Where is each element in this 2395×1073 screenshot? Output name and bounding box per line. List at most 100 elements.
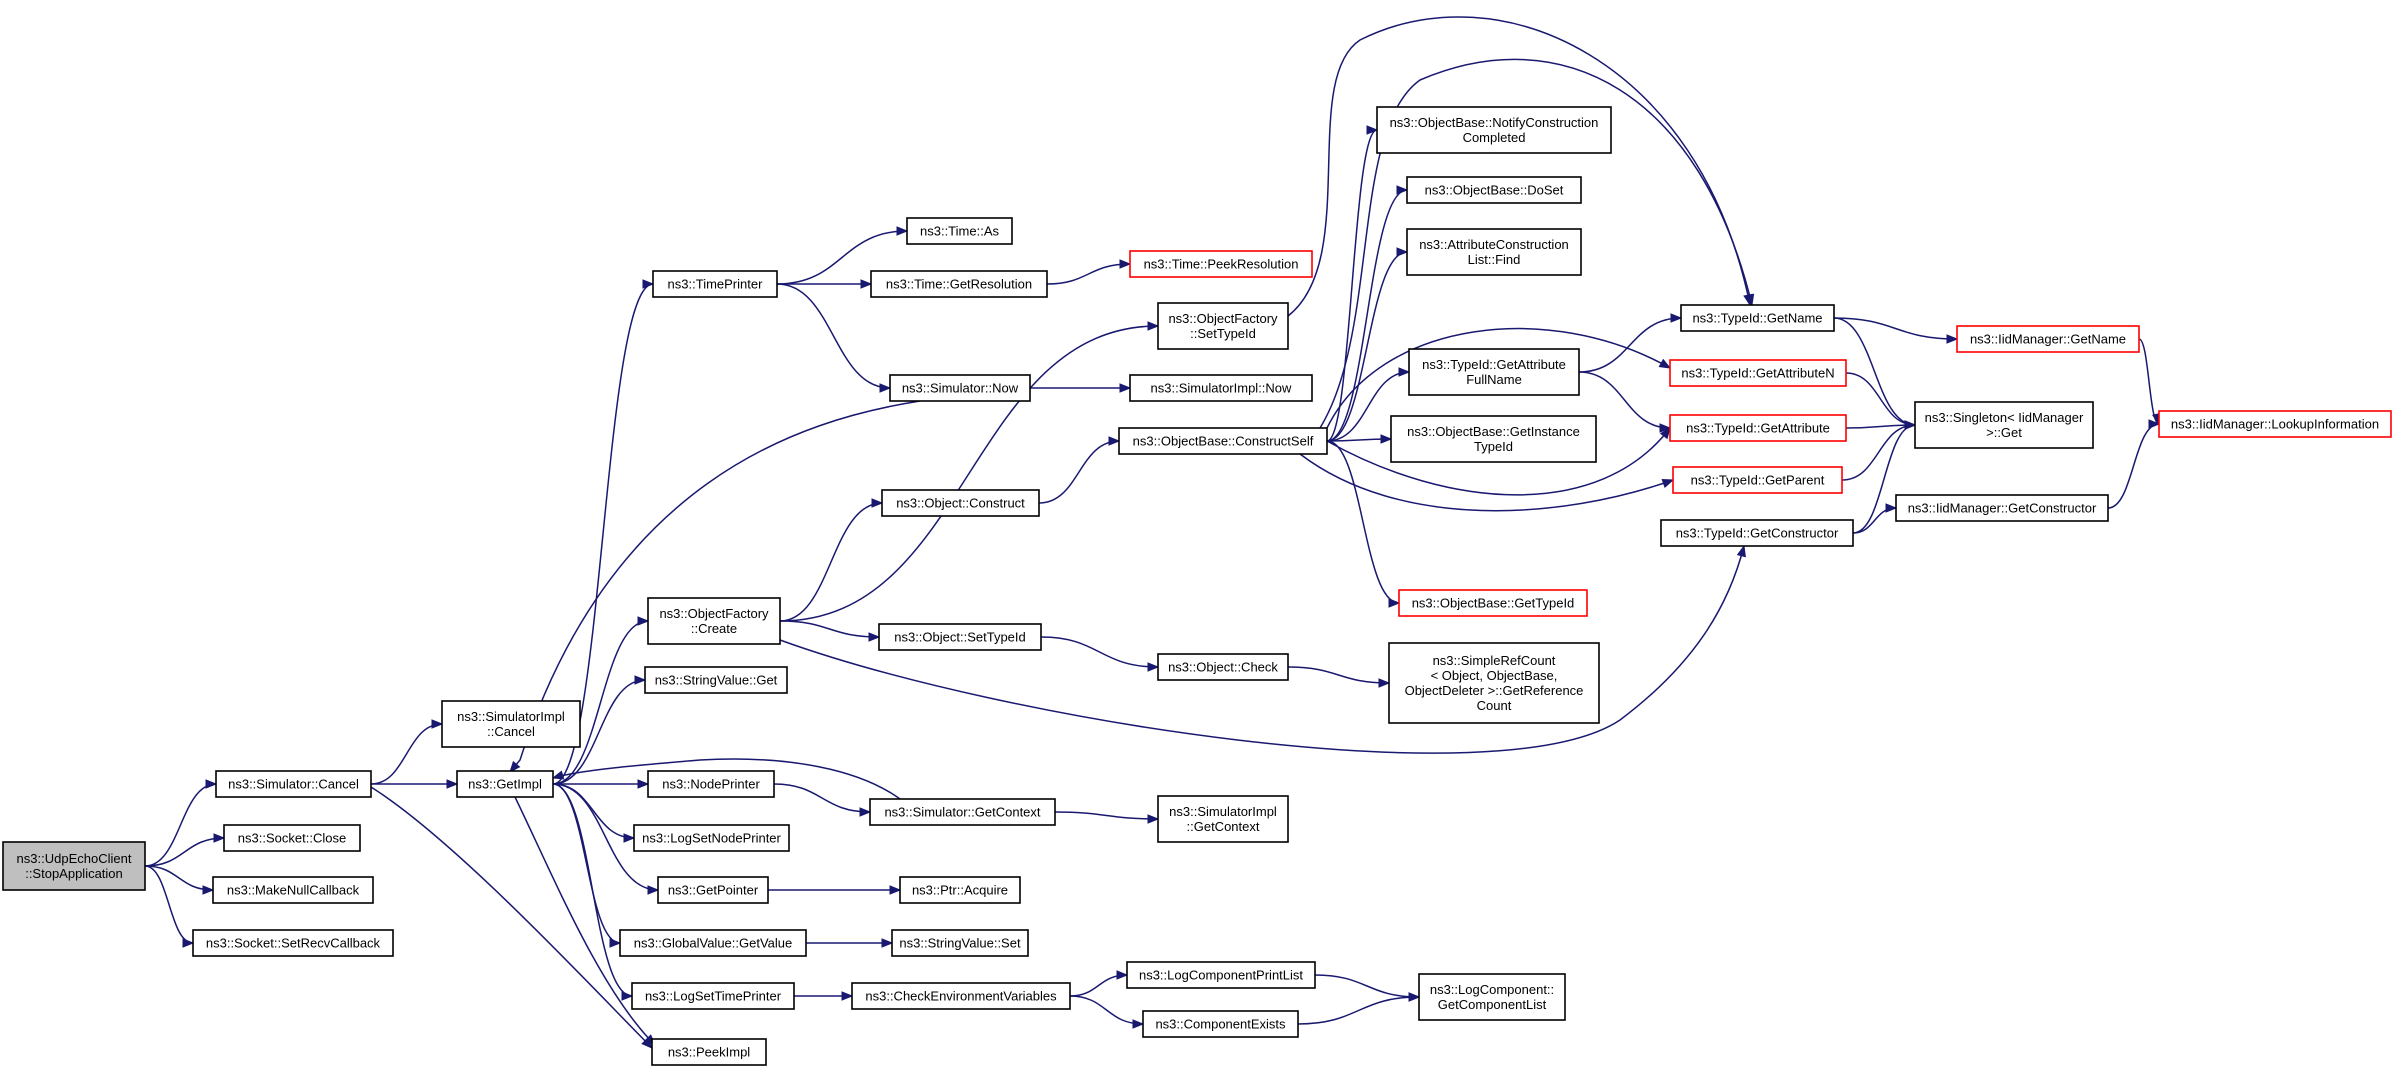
edge-arrowhead	[871, 498, 884, 508]
function-node[interactable]: ns3::SimpleRefCount< Object, ObjectBase,…	[1388, 642, 1600, 724]
function-node[interactable]: ns3::TypeId::GetAttribute	[1669, 414, 1847, 442]
function-node[interactable]: ns3::GetPointer	[657, 876, 769, 904]
function-node[interactable]: ns3::ObjectBase::ConstructSelf	[1118, 427, 1328, 455]
function-node[interactable]: ns3::GlobalValue::GetValue	[619, 929, 807, 957]
function-node[interactable]: ns3::IidManager::GetConstructor	[1895, 494, 2109, 522]
node-label: ns3::AttributeConstruction	[1419, 237, 1569, 252]
function-node[interactable]: ns3::Simulator::GetContext	[869, 798, 1056, 826]
function-node[interactable]: ns3::TypeId::GetAttributeN	[1669, 359, 1847, 387]
function-node[interactable]: ns3::Time::GetResolution	[870, 270, 1048, 298]
edge-arrowhead	[182, 938, 195, 948]
node-label: ns3::TimePrinter	[668, 277, 764, 292]
function-node[interactable]: ns3::CheckEnvironmentVariables	[851, 982, 1071, 1010]
function-node[interactable]: ns3::Object::Construct	[881, 489, 1040, 517]
function-node[interactable]: ns3::LogSetTimePrinter	[631, 982, 795, 1010]
edge-line	[370, 786, 653, 1049]
node-box	[1157, 653, 1289, 681]
edge-n0-to-n1	[144, 779, 218, 867]
function-node[interactable]: ns3::ObjectBase::NotifyConstructionCompl…	[1376, 106, 1612, 154]
function-node[interactable]: ns3::TypeId::GetParent	[1672, 466, 1843, 494]
function-node[interactable]: ns3::StringValue::Set	[891, 929, 1029, 957]
function-node[interactable]: ns3::TimePrinter	[652, 270, 778, 298]
function-node[interactable]: ns3::Time::PeekResolution	[1129, 250, 1313, 278]
function-node[interactable]: ns3::Socket::Close	[223, 824, 361, 852]
edge-arrowhead	[1885, 503, 1898, 513]
function-node[interactable]: ns3::Simulator::Now	[889, 374, 1031, 402]
edge-arrowhead	[1396, 247, 1409, 257]
node-layer: ns3::UdpEchoClient::StopApplicationns3::…	[2, 106, 2392, 1066]
function-node[interactable]: ns3::ObjectBase::DoSet	[1406, 176, 1582, 204]
node-label: ns3::SimulatorImpl	[1169, 804, 1277, 819]
edge-line	[1845, 372, 1916, 426]
node-label: ns3::UdpEchoClient	[17, 851, 132, 866]
function-node[interactable]: ns3::IidManager::LookupInformation	[2158, 410, 2392, 438]
function-node[interactable]: ns3::IidManager::GetName	[1956, 325, 2140, 353]
node-label: ::Create	[691, 621, 737, 636]
function-node[interactable]: ns3::LogComponentPrintList	[1126, 961, 1316, 989]
function-node[interactable]: ns3::NodePrinter	[647, 770, 775, 798]
edge-line	[779, 502, 883, 622]
edge-n45-to-n48	[1852, 503, 1898, 534]
edge-n28-to-n37	[1326, 434, 1393, 444]
root-function-node[interactable]: ns3::UdpEchoClient::StopApplication	[2, 841, 146, 891]
edge-n9-to-n20	[779, 620, 881, 642]
edge-line	[1299, 453, 1674, 512]
edge-line	[1319, 58, 1753, 429]
edge-n28-to-n42	[1326, 327, 1672, 429]
node-box	[652, 270, 778, 298]
edge-n9-to-n26	[779, 321, 1160, 622]
node-label: ns3::SimpleRefCount	[1433, 653, 1556, 668]
function-node[interactable]: ns3::SimulatorImpl::GetContext	[1157, 795, 1289, 843]
node-label: ::SetTypeId	[1190, 326, 1256, 341]
function-node[interactable]: ns3::LogComponent::GetComponentList	[1418, 973, 1566, 1021]
edge-arrowhead	[634, 675, 647, 685]
function-node[interactable]: ns3::ComponentExists	[1142, 1010, 1299, 1038]
node-box	[644, 666, 788, 694]
function-node[interactable]: ns3::StringValue::Get	[644, 666, 788, 694]
function-node[interactable]: ns3::ObjectBase::GetTypeId	[1398, 589, 1588, 617]
function-node[interactable]: ns3::SimulatorImpl::Cancel	[441, 700, 581, 748]
edge-arrowhead	[1408, 992, 1421, 1002]
function-node[interactable]: ns3::Socket::SetRecvCallback	[192, 929, 394, 957]
node-label: ns3::LogSetTimePrinter	[645, 989, 782, 1004]
function-node[interactable]: ns3::ObjectFactory::SetTypeId	[1157, 302, 1289, 350]
function-node[interactable]: ns3::TypeId::GetConstructor	[1660, 519, 1854, 547]
function-node[interactable]: ns3::Object::SetTypeId	[878, 623, 1042, 651]
edge-line	[552, 679, 646, 785]
edge-arrowhead	[1396, 185, 1409, 195]
edge-n1-to-n5	[370, 719, 444, 785]
edge-arrowhead	[551, 770, 565, 780]
edge-line	[1046, 263, 1131, 285]
function-node[interactable]: ns3::PeekImpl	[651, 1038, 767, 1066]
function-node[interactable]: ns3::Simulator::Cancel	[215, 770, 372, 798]
function-node[interactable]: ns3::SimulatorImpl::Now	[1129, 374, 1313, 402]
function-node[interactable]: ns3::LogSetNodePrinter	[633, 824, 790, 852]
edge-line	[2107, 423, 2160, 509]
function-node[interactable]: ns3::Singleton< IidManager >::Get	[1914, 401, 2094, 449]
node-label: ns3::StringValue::Get	[655, 673, 778, 688]
edge-n18-to-n27	[1029, 383, 1132, 393]
node-box	[889, 374, 1031, 402]
edge-n29-to-n39	[1287, 666, 1391, 688]
function-node[interactable]: ns3::TypeId::GetName	[1680, 304, 1835, 332]
edge-arrowhead	[1119, 383, 1132, 393]
node-box	[1118, 427, 1328, 455]
edge-arrowhead	[896, 226, 909, 236]
function-node[interactable]: ns3::Object::Check	[1157, 653, 1289, 681]
function-node[interactable]: ns3::Ptr::Acquire	[899, 876, 1021, 904]
function-node[interactable]: ns3::MakeNullCallback	[212, 876, 374, 904]
edge-n28-to-n33	[1326, 125, 1379, 442]
function-node[interactable]: ns3::ObjectFactory::Create	[647, 597, 781, 645]
node-label: ns3::TypeId::GetAttributeN	[1681, 366, 1834, 381]
edge-n41-to-n46	[1833, 317, 1959, 344]
edge-arrowhead	[879, 383, 892, 393]
node-label: ns3::Socket::SetRecvCallback	[206, 936, 381, 951]
function-node[interactable]: ns3::Time::As	[906, 217, 1013, 245]
node-label: ns3::Object::Construct	[896, 496, 1025, 511]
edge-n28-to-n41	[1319, 58, 1755, 429]
node-label: ns3::Time::PeekResolution	[1144, 257, 1299, 272]
function-node[interactable]: ns3::GetImpl	[456, 770, 554, 798]
